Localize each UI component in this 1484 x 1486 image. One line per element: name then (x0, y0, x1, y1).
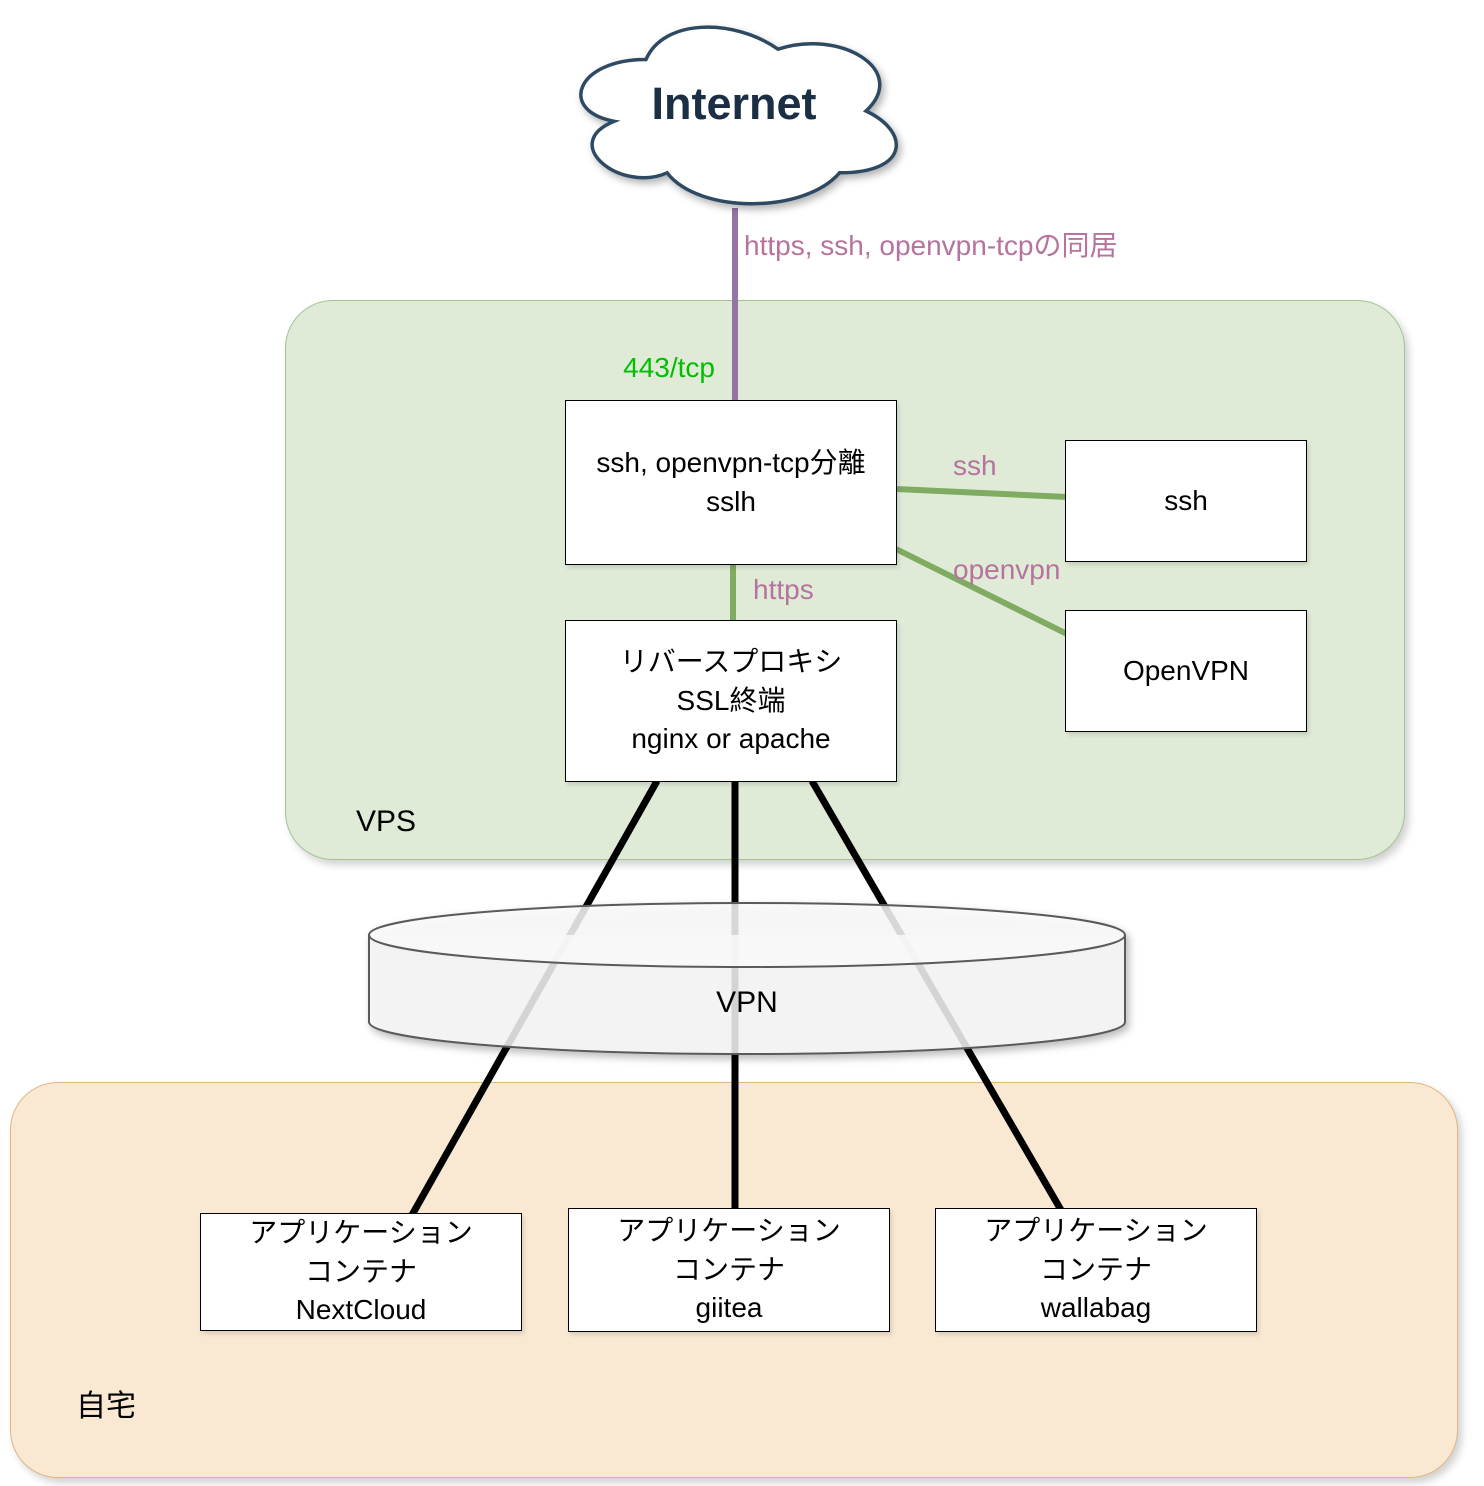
reverse-proxy-node: リバースプロキシ SSL終端 nginx or apache (565, 620, 897, 782)
ssh-node: ssh (1065, 440, 1307, 562)
reverse-proxy-line2: SSL終端 (676, 684, 786, 716)
vpn-cylinder-top (368, 902, 1126, 968)
app-node-giitea: アプリケーション コンテナ giitea (568, 1208, 890, 1332)
edge-label-openvpn: openvpn (953, 554, 1061, 585)
app-giitea-line2: コンテナ (672, 1253, 785, 1285)
edge-label-port-443: 443/tcp (623, 352, 715, 383)
app-nextcloud-line3: NextCloud (295, 1294, 427, 1326)
sslh-node: ssh, openvpn-tcp分離 sslh (565, 400, 897, 565)
edge-label-https: https (753, 574, 814, 605)
sslh-node-line1: ssh, openvpn-tcp分離 (596, 446, 866, 478)
sslh-node-line2: sslh (706, 485, 756, 517)
ssh-node-label: ssh (1164, 484, 1208, 516)
app-giitea-line1: アプリケーション (617, 1215, 841, 1247)
app-wallabag-line3: wallabag (1040, 1292, 1152, 1324)
home-group-label: 自宅 (76, 1390, 136, 1423)
app-node-wallabag: アプリケーション コンテナ wallabag (935, 1208, 1257, 1332)
edge-label-internet-link: https, ssh, openvpn-tcpの同居 (744, 230, 1118, 261)
openvpn-node: OpenVPN (1065, 610, 1307, 732)
vpn-cylinder-label: VPN (716, 986, 778, 1019)
app-giitea-line3: giitea (695, 1292, 763, 1324)
openvpn-node-label: OpenVPN (1122, 654, 1250, 686)
reverse-proxy-line1: リバースプロキシ (619, 646, 843, 678)
app-wallabag-line2: コンテナ (1039, 1253, 1152, 1285)
app-nextcloud-line2: コンテナ (304, 1255, 417, 1287)
reverse-proxy-line3: nginx or apache (631, 723, 831, 755)
app-node-nextcloud: アプリケーション コンテナ NextCloud (200, 1213, 522, 1331)
edge-label-ssh: ssh (953, 450, 997, 481)
vps-group-label: VPS (356, 805, 417, 838)
app-wallabag-line1: アプリケーション (984, 1215, 1208, 1247)
vpn-cylinder (368, 902, 1126, 1055)
internet-title: Internet (651, 78, 817, 129)
app-nextcloud-line1: アプリケーション (249, 1217, 473, 1249)
